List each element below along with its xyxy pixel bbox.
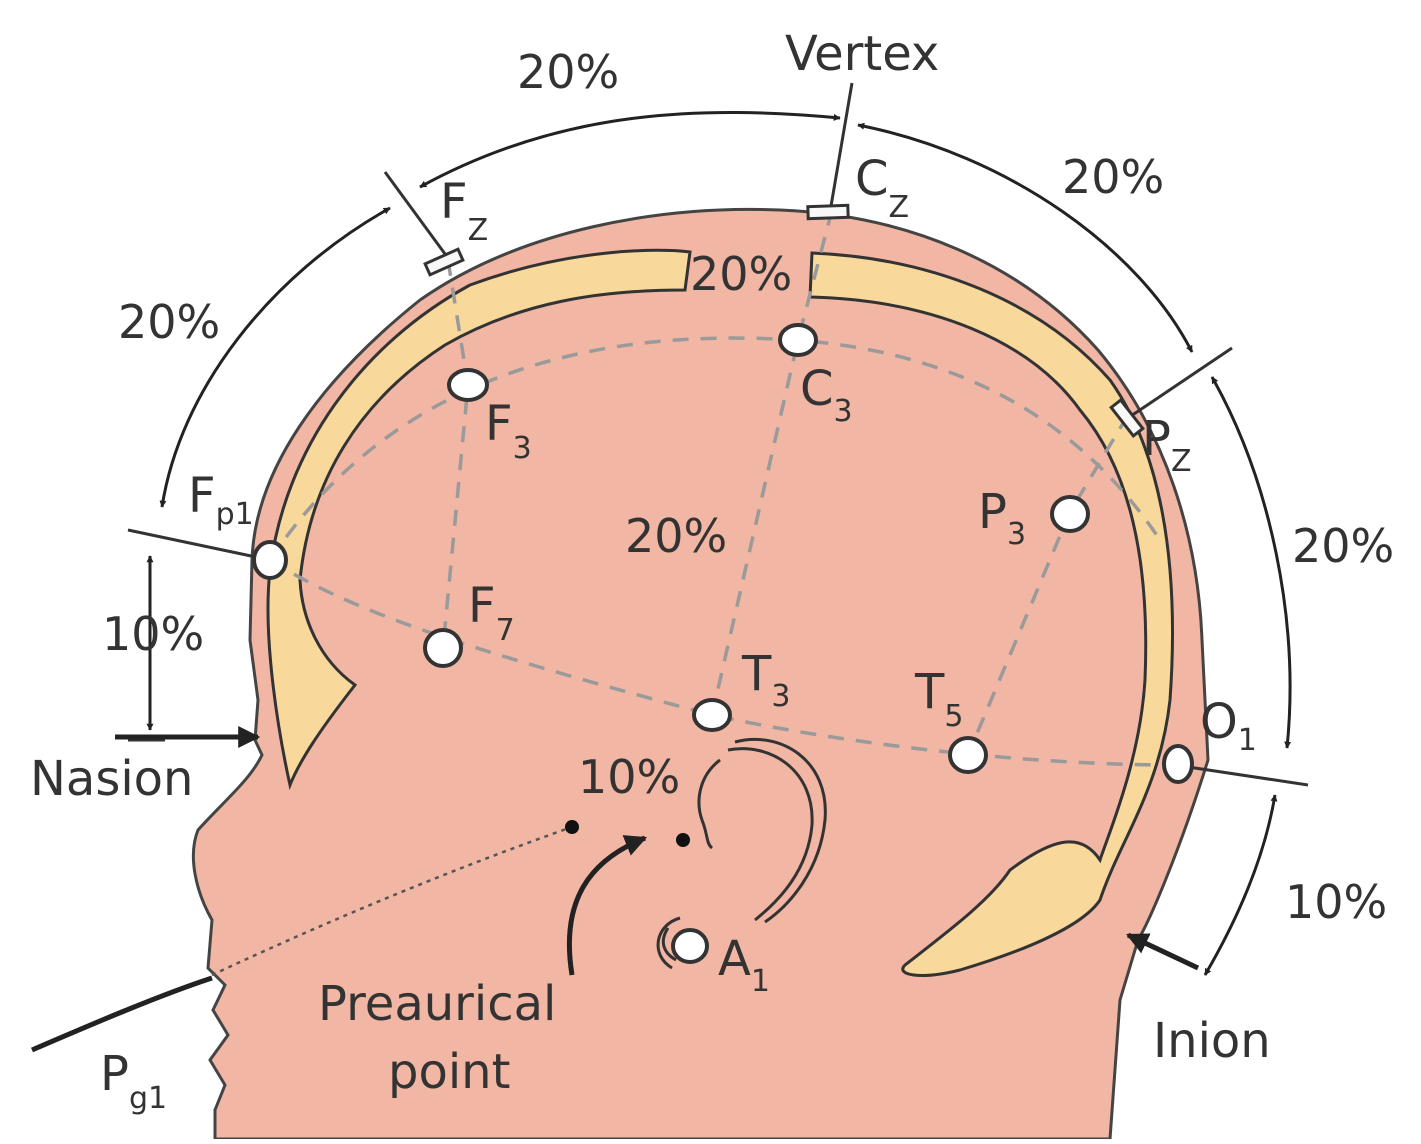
marker-cz <box>806 203 850 221</box>
pct-nasion-fp1: 10% <box>102 607 204 661</box>
tick-pz <box>1127 346 1233 420</box>
tick-lines <box>127 82 1309 787</box>
electrode-fp1 <box>252 540 288 580</box>
electrode-f3 <box>447 368 489 402</box>
marker-pz <box>1109 398 1145 438</box>
electrode-p3 <box>1050 495 1090 533</box>
arrow-cz-pz <box>857 122 1194 353</box>
label-fz: FZ <box>440 174 488 248</box>
pct-c3-t3: 20% <box>625 509 727 563</box>
preauricular-label-line1: Preaurical <box>318 976 556 1032</box>
label-cz: CZ <box>855 151 909 225</box>
electrodes <box>252 323 1194 964</box>
electrode-c3 <box>778 323 818 357</box>
skull-bone-posterior <box>808 251 1174 977</box>
electrode-a1 <box>671 928 709 964</box>
pointer-arrows <box>115 726 1200 976</box>
vertex-label: Vertex <box>785 26 939 82</box>
guide-arc-lower <box>269 558 1176 767</box>
label-o1: O1 <box>1200 694 1257 758</box>
tick-o1 <box>1174 763 1309 787</box>
inion-pointer <box>1126 932 1200 971</box>
label-c3: C3 <box>800 361 853 429</box>
tick-vertex <box>828 82 854 213</box>
electrode-o1 <box>1162 744 1194 784</box>
preauricular-dot-1 <box>565 820 579 834</box>
electrode-t5 <box>948 736 988 774</box>
label-a1: A1 <box>718 931 770 999</box>
scalp-markers <box>423 203 1145 438</box>
label-pg1: Pg1 <box>100 1046 167 1116</box>
pct-pz-o1: 20% <box>1292 519 1394 573</box>
pct-o1-inion: 10% <box>1285 875 1387 929</box>
label-f7: F7 <box>468 578 515 648</box>
inion-label: Inion <box>1153 1013 1271 1069</box>
tick-fp1 <box>127 528 271 562</box>
pct-fp1-fz: 20% <box>118 295 220 349</box>
label-p3: P3 <box>978 484 1026 552</box>
electrode-f7 <box>423 628 463 668</box>
label-pz: PZ <box>1142 411 1192 479</box>
label-fp1: Fp1 <box>188 468 254 532</box>
arrow-fp1-fz <box>159 206 391 508</box>
label-t5: T5 <box>914 664 963 734</box>
measurement-arrows <box>146 111 1292 976</box>
marker-fz <box>423 247 465 277</box>
pct-inner-top: 20% <box>690 247 792 301</box>
arrow-pz-o1 <box>1210 376 1292 749</box>
label-f3: F3 <box>485 396 532 466</box>
preauricular-pointer <box>566 835 648 976</box>
arrow-o1-inion <box>1203 794 1278 976</box>
nasion-label: Nasion <box>30 751 193 807</box>
preauricular-dot-2 <box>676 833 690 847</box>
electrode-t3 <box>692 698 732 732</box>
pg1-line <box>31 975 213 1053</box>
arrow-fz-cz <box>419 111 841 189</box>
pct-fz-cz: 20% <box>517 45 619 99</box>
tick-fz <box>383 171 450 259</box>
pct-t3-preauricular: 10% <box>578 750 680 804</box>
label-t3: T3 <box>741 646 790 714</box>
head-silhouette <box>191 207 1210 1141</box>
pct-cz-pz: 20% <box>1062 150 1164 204</box>
preauricular-label-line2: point <box>388 1044 510 1100</box>
ear <box>656 737 827 970</box>
